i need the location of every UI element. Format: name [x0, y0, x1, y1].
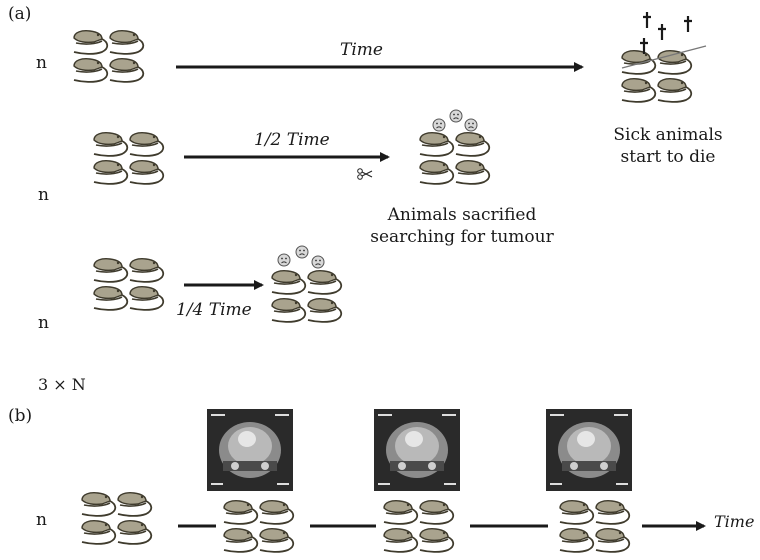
mouse-group-b0 [82, 493, 151, 544]
row3-arrow-label: 1/4 Time [176, 300, 252, 320]
row1-n-label: n [36, 53, 47, 73]
row3-n-label: n [38, 313, 49, 333]
row2-arrow-label: 1/2 Time [254, 130, 330, 150]
sad-face-icon [295, 245, 309, 259]
scissors-icon [357, 168, 373, 180]
mouse-group-b3 [560, 501, 629, 552]
sad-face-icon [464, 118, 478, 132]
cross-icon [656, 22, 668, 42]
sad-face-icon [432, 118, 446, 132]
panel-b-n-label: n [36, 510, 47, 530]
mouse-group-a1 [74, 31, 143, 82]
mri-scan-2 [374, 409, 460, 491]
slash-mark [621, 45, 707, 69]
row1-arrow-label: Time [340, 40, 383, 60]
sad-face-icon [277, 253, 291, 267]
panel-b-label: (b) [8, 406, 33, 426]
mouse-group-a3-end [272, 271, 341, 322]
cross-icon [641, 10, 653, 30]
mouse-group-a2 [94, 133, 163, 184]
mri-scan-3 [546, 409, 632, 491]
row1-note: Sick animals start to die [613, 125, 723, 168]
mouse-group-b1 [224, 501, 293, 552]
mouse-group-a2-end [420, 133, 489, 184]
mouse-group-a3 [94, 259, 163, 310]
row2-note: Animals sacrified searching for tumour [370, 205, 554, 248]
cross-icon [682, 14, 694, 34]
panel-a-label: (a) [8, 4, 32, 24]
sad-face-icon [311, 255, 325, 269]
total-label: 3 × N [38, 375, 86, 394]
mouse-group-b2 [384, 501, 453, 552]
row2-n-label: n [38, 185, 49, 205]
panel-b-arrow-label: Time [714, 512, 755, 531]
sad-face-icon [449, 109, 463, 123]
mri-scan-1 [207, 409, 293, 491]
